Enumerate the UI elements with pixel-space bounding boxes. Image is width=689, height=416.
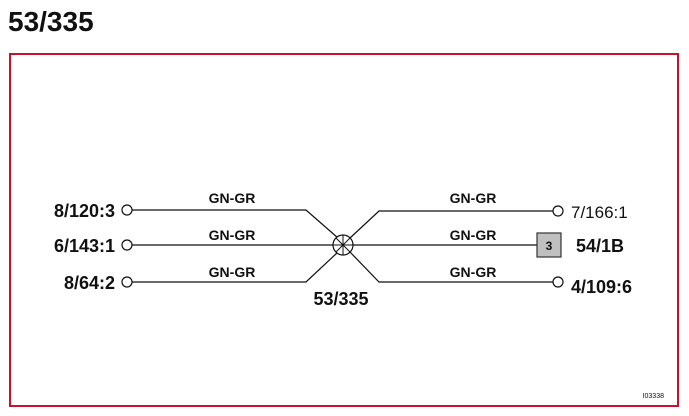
terminal-right-3	[552, 276, 564, 288]
connector-badge	[536, 232, 562, 258]
node-label-left-2: 6/143:1	[54, 236, 115, 256]
node-label-left-3: 8/64:2	[64, 273, 115, 293]
wire-label-right-1: GN-GR	[450, 190, 497, 206]
node-label-right-3: 4/109:6	[571, 277, 632, 297]
diagram-frame	[9, 53, 679, 407]
wire-label-right-3: GN-GR	[450, 264, 497, 280]
connector-badge-number: 3	[546, 239, 553, 253]
wire-label-left-1: GN-GR	[209, 190, 256, 206]
wire-right-3	[349, 251, 553, 283]
figure-code: I03338	[643, 393, 665, 400]
node-label-left-1: 8/120:3	[54, 201, 115, 221]
wire-label-left-3: GN-GR	[209, 264, 256, 280]
terminal-left-2	[121, 239, 133, 251]
wire-left-3	[132, 251, 339, 283]
splice-icon	[332, 234, 354, 256]
node-label-right-1: 7/166:1	[571, 203, 628, 222]
terminal-left-3	[121, 276, 133, 288]
wire-label-left-2: GN-GR	[209, 227, 256, 243]
terminal-left-1	[121, 204, 133, 216]
splice-label: 53/335	[313, 289, 368, 309]
wire-right-1	[349, 210, 553, 239]
wire-label-right-2: GN-GR	[450, 227, 497, 243]
node-label-right-2: 54/1B	[576, 236, 624, 256]
page-title: 53/335	[8, 6, 94, 37]
wire-left-1	[132, 209, 339, 239]
terminal-right-1	[552, 205, 564, 217]
